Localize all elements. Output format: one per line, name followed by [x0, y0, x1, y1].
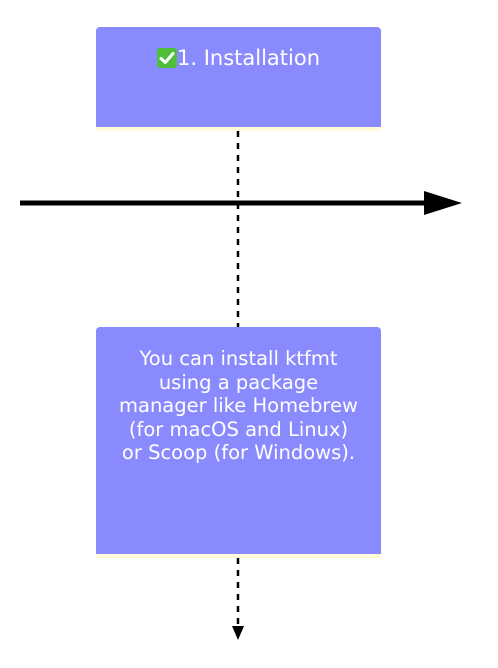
task-text: You can install ktfmt using a package ma… [119, 347, 358, 464]
task-connector-arrowhead [232, 626, 244, 640]
timeline-axis-arrowhead [424, 191, 462, 215]
section-node: 1. Installation [96, 27, 381, 131]
task-node: You can install ktfmt using a package ma… [96, 327, 381, 558]
section-title: 1. Installation [176, 46, 321, 70]
check-mark-icon [156, 48, 177, 68]
